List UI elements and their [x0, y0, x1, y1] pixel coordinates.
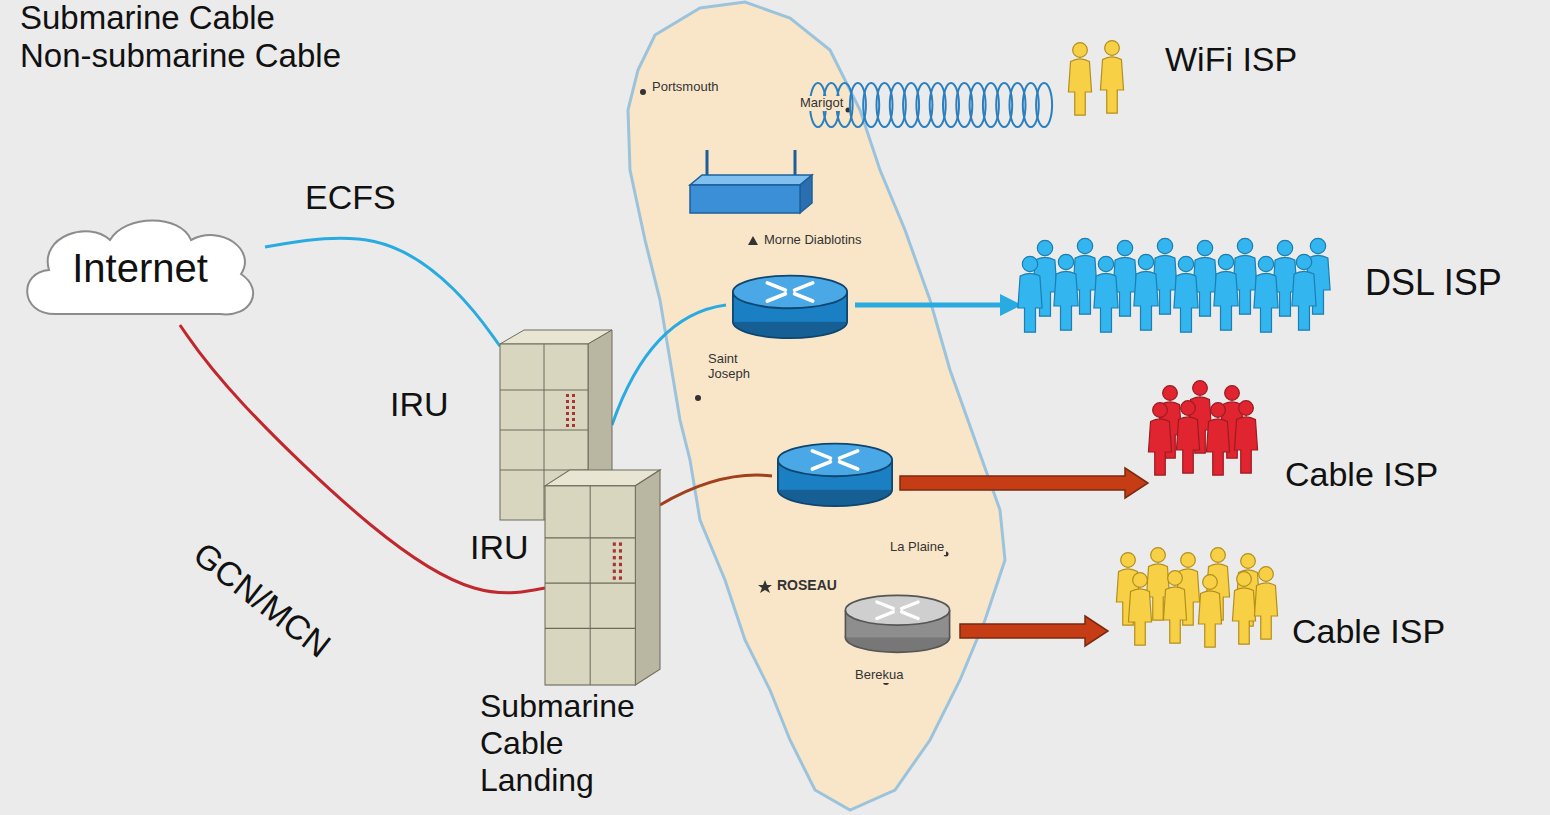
person-figure: [1148, 403, 1171, 475]
person-figure: [1054, 254, 1078, 330]
cable-connector: [180, 325, 545, 593]
node-label: IRU: [390, 385, 449, 424]
town-name: La Plaine: [888, 540, 946, 555]
node-label: IRU: [470, 528, 529, 567]
router-symbol: [845, 595, 949, 652]
person-figure: [1018, 256, 1042, 332]
wifi-signal: [810, 83, 1052, 127]
person-figure: [1163, 571, 1186, 643]
legend-text: Non-submarine Cable: [20, 37, 341, 75]
person-figure: [1254, 256, 1278, 332]
person-figure: [1214, 254, 1238, 330]
peak-marker: [748, 236, 758, 245]
peak-name: Morne Diablotins: [762, 233, 864, 248]
isp-group: Cable ISP: [1292, 612, 1445, 651]
town-name: Marigot: [798, 96, 845, 111]
node-label: Internet: [72, 245, 208, 291]
person-figure: [1198, 575, 1221, 647]
cable-wire: [660, 475, 772, 505]
person-figure: [1128, 573, 1151, 645]
person-figure: [1174, 256, 1198, 332]
person-figure: [1134, 254, 1158, 330]
island-map: [628, 2, 1005, 810]
node-label: Cable ISP: [1292, 612, 1445, 651]
town-dot: [640, 89, 646, 95]
cable-arrow: [900, 468, 1148, 498]
town-dot: [883, 679, 889, 685]
node-caption: Submarine Cable Landing: [480, 688, 655, 798]
legend-text: Submarine Cable: [20, 0, 275, 37]
node-label: DSL ISP: [1365, 262, 1502, 303]
cloud-outline: [15, 210, 265, 325]
subscriber-crowds: [1018, 41, 1330, 647]
capital-star: [758, 580, 772, 593]
connector-label: GCN/MCN: [186, 535, 338, 666]
person-figure: [1068, 43, 1091, 115]
isp-group: DSL ISP: [1365, 262, 1502, 303]
person-figure: [1100, 41, 1123, 113]
equipment-rack: [545, 470, 660, 685]
person-figure: [1206, 403, 1229, 475]
town-name: Saint Joseph: [706, 352, 770, 382]
cable-arrow: [960, 616, 1108, 646]
isp-group: WiFi ISP: [1165, 40, 1297, 79]
router-symbol: [778, 444, 892, 507]
iru-rack: IRUSubmarine Cable Landing: [545, 470, 660, 685]
town-dot: [944, 552, 949, 557]
person-figure: [1232, 572, 1255, 644]
person-figure: [1254, 567, 1277, 639]
person-figure: [1094, 256, 1118, 332]
connector-label: ECFS: [305, 178, 396, 217]
equipment-rack: [500, 330, 612, 520]
signal-coil: [1036, 83, 1052, 127]
node-label: WiFi ISP: [1165, 40, 1297, 79]
person-figure: [1292, 254, 1316, 330]
isp-group: Cable ISP: [1285, 455, 1438, 494]
iru-rack: IRU: [500, 330, 612, 520]
town-dot: [695, 395, 701, 401]
fiber-wire: [612, 305, 726, 425]
person-figure: [1234, 401, 1257, 473]
dsl-arrow: [855, 303, 1002, 308]
internet-cloud: Internet: [15, 210, 265, 325]
wifi-access-point: [690, 150, 812, 213]
node-label: Cable ISP: [1285, 455, 1438, 494]
cable-connector: [265, 238, 500, 346]
town-name: Portsmouth: [650, 80, 720, 95]
person-figure: [1176, 401, 1199, 473]
capital-name: ROSEAU: [775, 577, 839, 593]
town-name: Berekua: [853, 668, 905, 683]
router-symbol: [733, 276, 847, 339]
